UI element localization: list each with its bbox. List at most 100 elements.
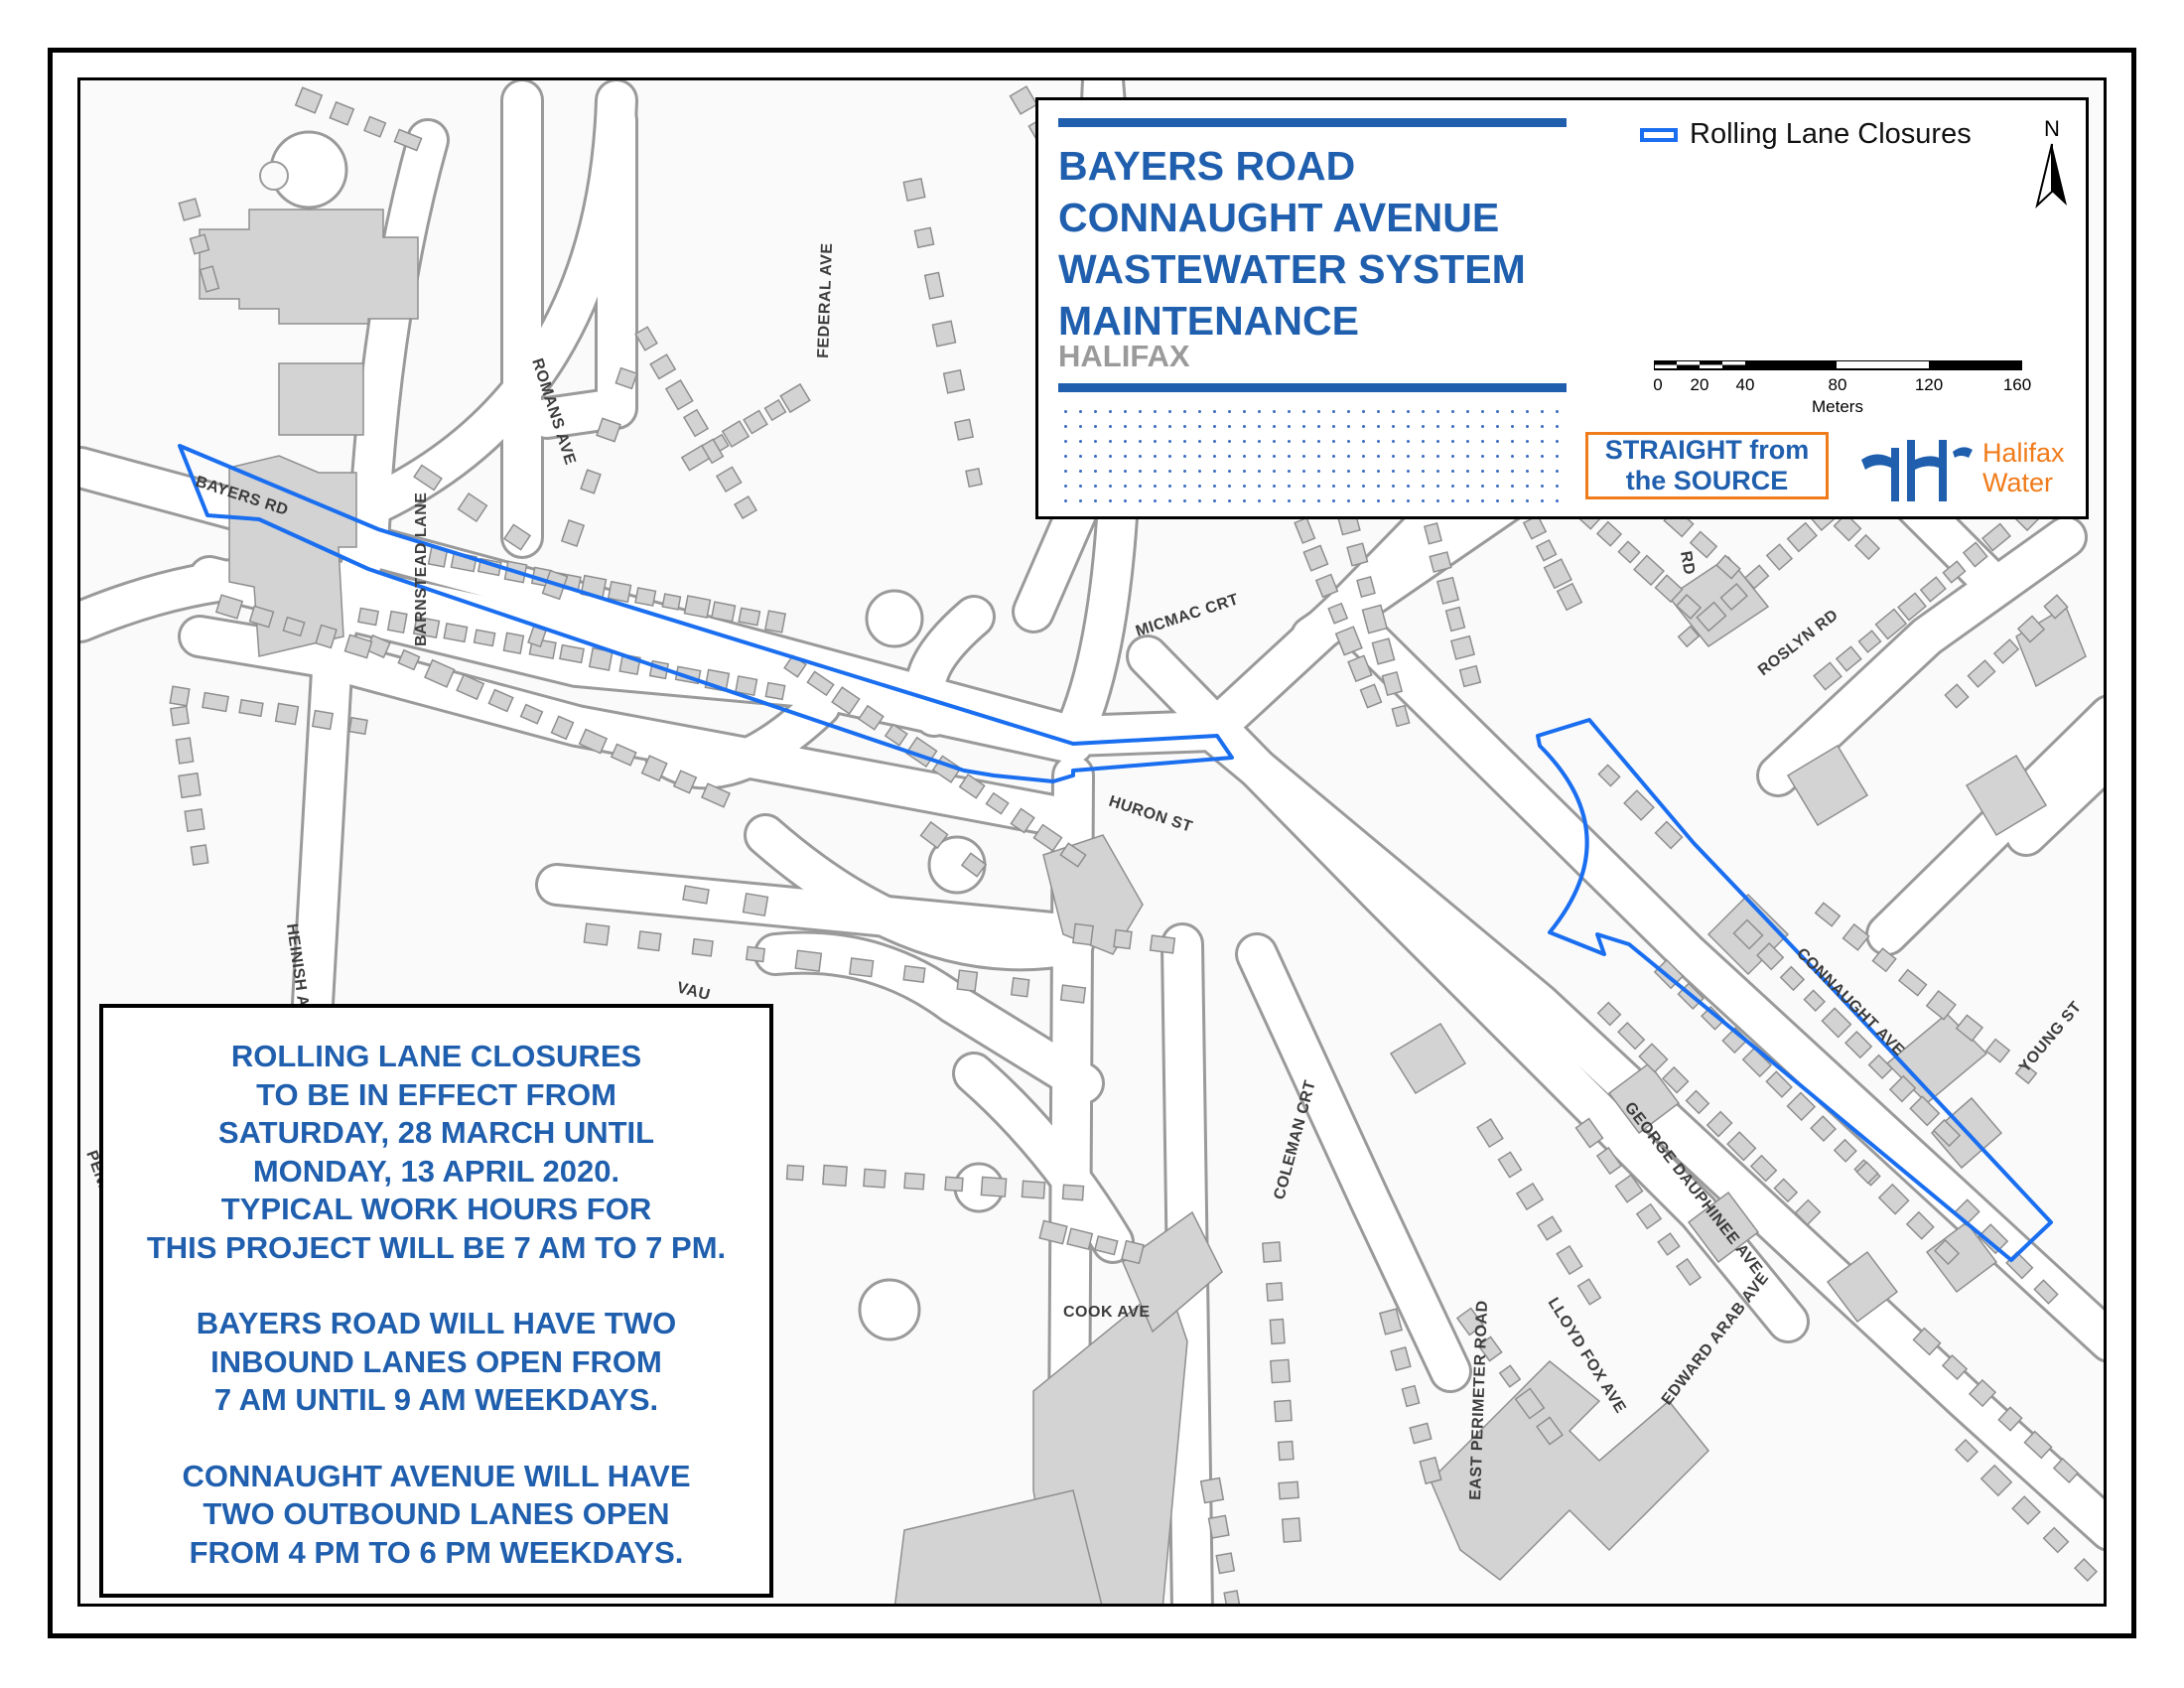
house-building [1419,1456,1442,1485]
house-building [2014,1061,2038,1085]
house-building [863,1168,887,1189]
house-building [1661,1065,1690,1094]
house-building [1813,661,1843,691]
house-building [1871,947,1897,973]
scale-tick: 160 [2003,375,2031,394]
house-building [1576,1278,1602,1306]
house-building [1444,606,1466,633]
house-building [953,418,975,441]
house-building [1334,626,1363,656]
house-building [931,320,957,348]
house-building [1281,1517,1302,1543]
house-building [343,633,373,659]
house-building [397,648,421,671]
house-building [942,368,966,394]
house-building [184,808,205,832]
house-building [1696,601,1727,633]
house-building [2016,615,2046,643]
house-building [1897,592,1927,622]
house-building [2033,1279,2059,1305]
house-building [1855,1161,1879,1185]
house-building [1121,1239,1145,1265]
house-building [329,100,355,126]
house-building [457,492,488,523]
house-building [502,632,525,655]
house-building [1944,683,1970,709]
house-building [634,326,658,352]
notice-line: TWO OUTBOUND LANES OPEN [203,1496,670,1531]
title-panel: BAYERS ROAD CONNAUGHT AVENUE WASTEWATER … [1035,97,2089,519]
house-building [1701,1006,1725,1031]
house-building [238,698,264,718]
house-building [1514,1387,1546,1420]
house-building [763,610,787,633]
house-building [1498,1364,1522,1388]
house-building [169,685,191,707]
house-building [700,438,725,465]
house-building [743,409,768,435]
house-building [315,624,338,649]
scale-tick: 120 [1915,375,1943,394]
house-building [199,265,220,293]
house-building [2023,1430,2053,1460]
street-label-young-st: YOUNG ST [2016,999,2085,1076]
house-building [1821,1007,1852,1039]
house-building [1346,542,1369,567]
buildings [199,209,2087,1604]
house-building [580,469,602,494]
notice-line: TYPICAL WORK HOURS FOR [220,1192,652,1226]
house-building [1476,1117,1504,1149]
house-building [1574,1117,1604,1149]
legend-label: Rolling Lane Closures [1690,118,1972,150]
notice-line: THIS PROJECT WILL BE 7 AM TO 7 PM. [146,1229,727,1265]
legend-swatch-closure [1640,127,1678,142]
house-building [735,675,758,697]
house-building [1786,1091,1817,1122]
house-building [1654,574,1684,604]
house-building [1314,573,1339,599]
house-building [214,594,244,620]
house-building [2043,594,2069,620]
house-building [1381,670,1404,697]
house-building [831,686,861,715]
house-building [1021,1180,1046,1199]
notice-line: TO BE IN EFFECT FROM [256,1076,616,1112]
house-building [1617,540,1641,564]
house-building [1919,576,1947,603]
scale-tick: 40 [1736,375,1755,394]
house-building [1633,554,1665,587]
house-building [560,519,586,547]
house-building [672,770,698,794]
house-building [1113,928,1133,950]
house-building [649,353,677,380]
house-building [1675,593,1703,621]
house-building [1685,1089,1710,1115]
scale-tick: 80 [1829,375,1847,394]
notice-line: SATURDAY, 28 MARCH UNTIL [217,1115,655,1150]
house-building [958,774,986,799]
house-building [779,382,811,414]
house-building [1984,1038,2011,1063]
house-building [596,417,621,443]
house-building [583,922,611,946]
house-building [1638,1043,1669,1073]
house-building [1773,1178,1799,1203]
house-building [661,593,682,611]
house-building [1715,554,1741,580]
house-building [742,892,769,917]
house-building [701,782,731,808]
scale-tick: 20 [1691,375,1709,394]
house-building [913,226,935,249]
house-building [1706,1110,1733,1138]
title-line: WASTEWATER SYSTEM [1058,246,1526,292]
notice-line: FROM 4 PM TO 6 PM WEEKDAYS. [189,1534,684,1570]
house-building [1814,902,1842,927]
house-building [956,969,979,993]
house-building [884,723,908,747]
house-building [1595,1146,1623,1176]
house-building [1278,1480,1299,1500]
house-building [1932,1118,1962,1148]
house-building [1833,1138,1857,1163]
house-building [614,366,638,390]
house-building [1537,1215,1563,1241]
